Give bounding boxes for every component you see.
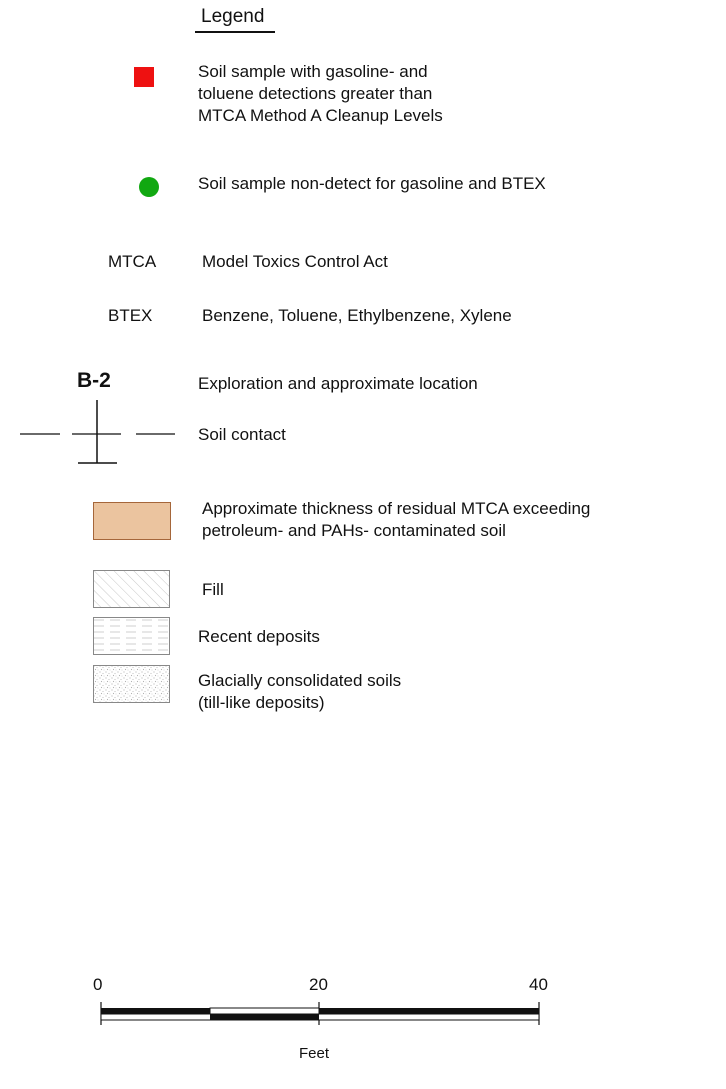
recent-deposits-label: Recent deposits — [198, 627, 320, 646]
green-circle-icon — [139, 177, 159, 197]
scale-unit-label: Feet — [299, 1045, 330, 1062]
residual-soil-label: Approximate thickness of residual MTCA e… — [202, 499, 591, 540]
scale-tick-20: 20 — [309, 975, 328, 994]
scale-tick-0: 0 — [93, 975, 103, 994]
btex-abbr: BTEX — [108, 306, 153, 325]
exploration-symbol-label: B-2 — [77, 369, 111, 392]
glacial-soils-swatch — [93, 665, 170, 703]
btex-definition: Benzene, Toluene, Ethylbenzene, Xylene — [202, 306, 512, 325]
mtca-abbr: MTCA — [108, 252, 157, 271]
residual-soil-swatch — [93, 502, 171, 540]
recent-deposits-swatch — [93, 617, 170, 655]
scale-tick-40: 40 — [529, 975, 548, 994]
glacial-soils-label: Glacially consolidated soils (till-like … — [198, 671, 402, 712]
exploration-symbol-icon — [20, 400, 175, 464]
mtca-definition: Model Toxics Control Act — [202, 252, 388, 271]
scale-bar — [100, 1002, 540, 1025]
legend-title-underline — [195, 31, 275, 33]
soil-contact-label: Soil contact — [198, 425, 286, 444]
legend-title: Legend — [201, 6, 265, 27]
exceed-sample-label: Soil sample with gasoline- and toluene d… — [198, 62, 443, 125]
fill-label: Fill — [202, 580, 224, 599]
exploration-label: Exploration and approximate location — [198, 374, 478, 393]
red-square-icon — [134, 67, 154, 87]
fill-pattern-swatch — [93, 570, 170, 608]
nondetect-sample-label: Soil sample non-detect for gasoline and … — [198, 174, 546, 193]
